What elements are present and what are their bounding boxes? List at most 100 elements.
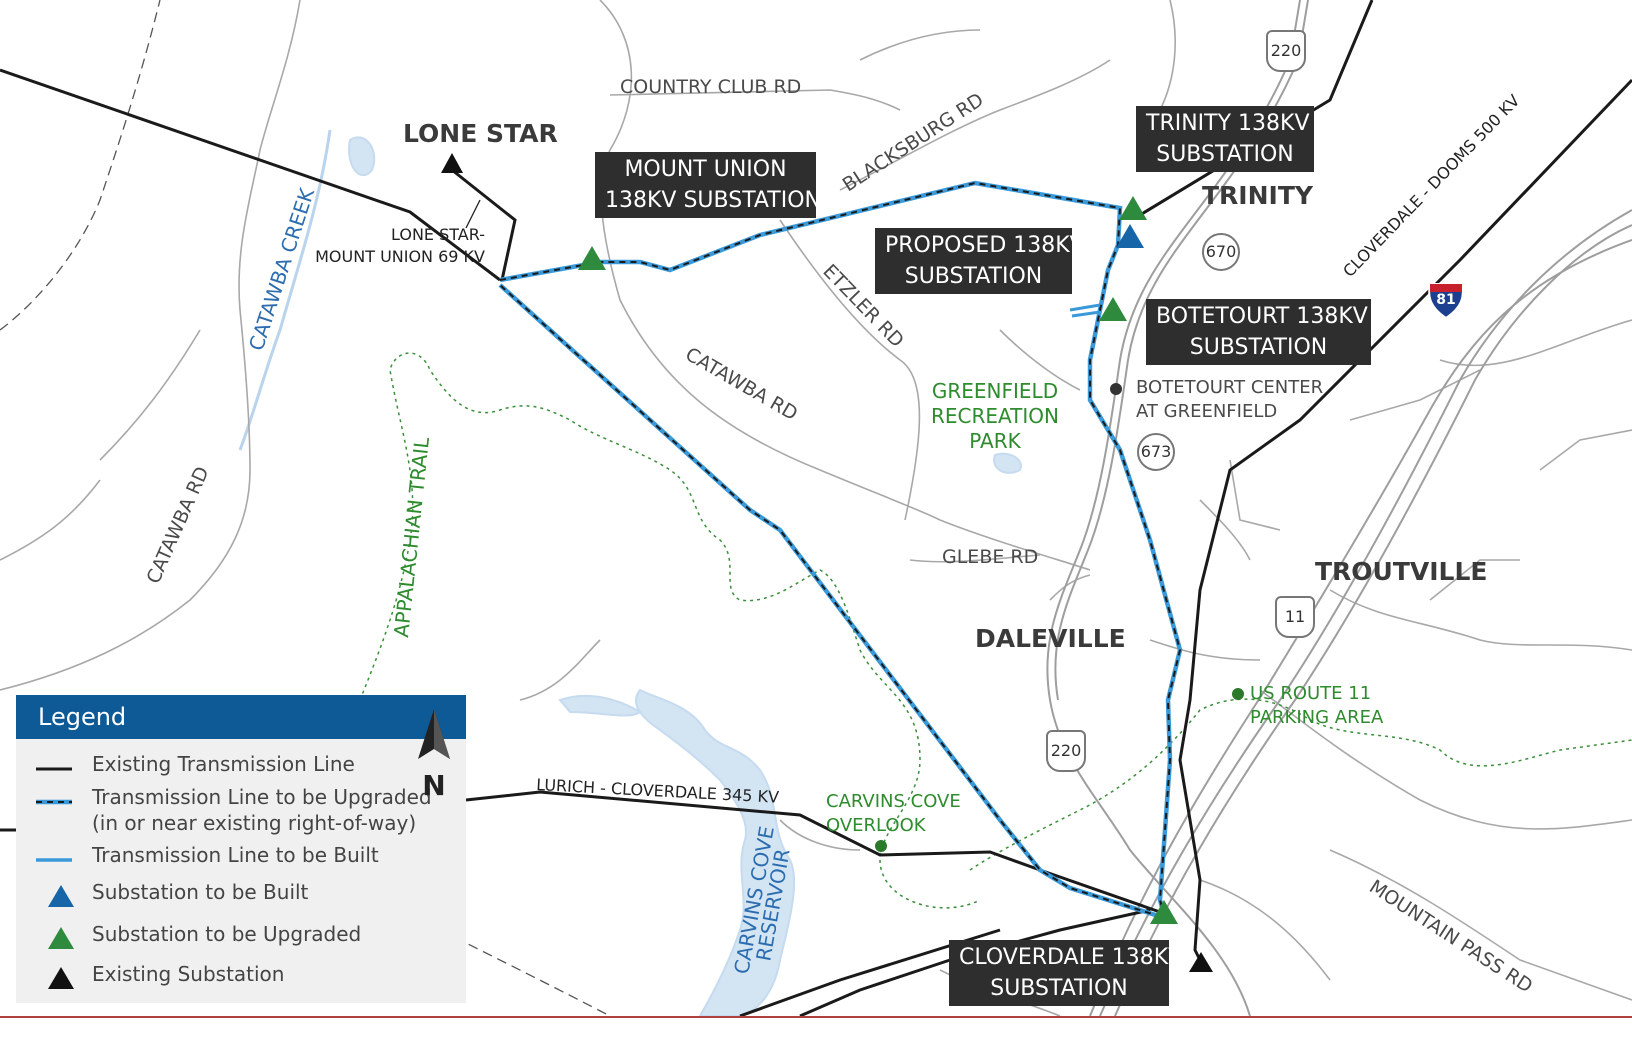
carvins-overlook-dot[interactable] <box>875 840 887 852</box>
proposed-callout[interactable]: PROPOSED 138KV SUBSTATION <box>875 228 1085 294</box>
proposed-callout-line1: PROPOSED 138KV <box>885 233 1085 258</box>
town-lone-star: LONE STAR <box>403 119 558 148</box>
town-trinity: TRINITY <box>1202 181 1313 210</box>
legend-item-existing-line: Existing Transmission Line <box>16 751 416 781</box>
legend-label-sub-upgraded: Substation to be Upgraded <box>92 922 362 946</box>
north-arrow: N <box>414 709 454 802</box>
sr-673-shield: 673 <box>1137 433 1175 471</box>
us11-parking-line1: US ROUTE 11 <box>1250 683 1372 704</box>
i-81-number: 81 <box>1436 292 1456 308</box>
road-country-club: COUNTRY CLUB RD <box>620 76 802 98</box>
poi-dots <box>875 383 1244 852</box>
carvins-overlook-label: CARVINS COVE OVERLOOK <box>826 790 961 838</box>
town-troutville: TROUTVILLE <box>1315 557 1488 586</box>
botetourt-substation-icon[interactable] <box>1099 297 1127 321</box>
upgrade-line-dash <box>499 181 1182 920</box>
trinity-callout-line2: SUBSTATION <box>1156 142 1294 167</box>
i-81-shield: 81 <box>1426 280 1466 320</box>
mount-union-substation-icon[interactable] <box>578 246 606 270</box>
lone-star-substation-icon[interactable] <box>441 153 463 173</box>
legend-item-sub-built: Substation to be Built <box>16 879 416 909</box>
legend-label-built-line: Transmission Line to be Built <box>92 843 379 867</box>
mount-union-callout[interactable]: MOUNT UNION 138KV SUBSTATION <box>595 152 821 218</box>
road-catawba-east: CATAWBA RD <box>682 343 802 425</box>
greenfield-park-line2: RECREATION <box>931 404 1059 428</box>
pond-north <box>348 136 376 177</box>
lurich-cloverdale-line <box>465 790 1161 914</box>
pond-daleville <box>993 452 1022 474</box>
us-11-shield: 11 <box>1275 596 1315 638</box>
road-glebe: GLEBE RD <box>942 546 1039 568</box>
interstate-shield-icon <box>1428 283 1464 320</box>
bottom-rule <box>0 1016 1632 1018</box>
legend-panel: Legend Existing Transmission Line Transm… <box>16 695 466 1003</box>
legend-title: Legend <box>16 695 466 739</box>
catawba-creek-water <box>238 129 332 451</box>
legend-label-sub-built: Substation to be Built <box>92 880 309 904</box>
substations <box>441 153 1213 972</box>
cloverdale-dooms-label: CLOVERDALE - DOOMS 500 KV <box>1339 91 1523 281</box>
town-daleville: DALEVILLE <box>975 624 1126 653</box>
cloverdale-callout[interactable]: CLOVERDALE 138KV SUBSTATION <box>949 940 1184 1006</box>
greenfield-park-line1: GREENFIELD <box>931 379 1059 403</box>
us11-parking-label: US ROUTE 11 PARKING AREA <box>1250 682 1383 730</box>
i-81-b <box>1114 224 1632 1017</box>
lone-star-mount-union-label: LONE STAR- MOUNT UNION 69 KV <box>305 224 485 268</box>
cloverdale-substation-icon[interactable] <box>1150 900 1178 924</box>
cloverdale-dooms-line <box>1178 78 1632 961</box>
botetourt-center-label: BOTETOURT CENTER AT GREENFIELD <box>1136 376 1323 424</box>
mount-union-callout-line1: MOUNT UNION <box>624 157 787 182</box>
cloverdale-callout-line2: SUBSTATION <box>990 976 1128 1001</box>
botetourt-callout-line1: BOTETOURT 138KV <box>1156 304 1368 329</box>
i-81-a <box>1099 209 1632 1017</box>
greenfield-park-line3: PARK <box>969 429 1021 453</box>
lone-star-mount-union-line2: MOUNT UNION 69 KV <box>315 247 485 266</box>
legend-item-upgraded-line: Transmission Line to be Upgraded (in or … <box>16 784 432 836</box>
trinity-substation-icon[interactable] <box>1119 196 1147 220</box>
lone-star-mount-union-line1: LONE STAR- <box>391 225 485 244</box>
appalachian-trail-path <box>359 352 1632 909</box>
lone-star-spur <box>451 168 517 281</box>
trinity-callout-line1: TRINITY 138KV <box>1146 111 1310 136</box>
botetourt-center-dot[interactable] <box>1110 383 1122 395</box>
built-line-icon <box>36 858 72 862</box>
botetourt-center-line1: BOTETOURT CENTER <box>1136 377 1324 398</box>
road-blacksburg: BLACKSBURG RD <box>839 89 988 196</box>
trinity-callout[interactable]: TRINITY 138KV SUBSTATION <box>1136 106 1314 172</box>
botetourt-center-line2: AT GREENFIELD <box>1136 401 1278 422</box>
proposed-substation-icon[interactable] <box>1116 224 1144 248</box>
existing-substation-south-icon[interactable] <box>1189 952 1213 972</box>
botetourt-callout[interactable]: BOTETOURT 138KV SUBSTATION <box>1146 299 1371 365</box>
sr-670-shield: 670 <box>1202 233 1240 271</box>
north-label: N <box>422 769 446 802</box>
label-leader <box>465 199 481 229</box>
minor-roads <box>0 0 1632 1017</box>
cloverdale-callout-line1: CLOVERDALE 138KV <box>959 945 1184 970</box>
road-mountain-pass: MOUNTAIN PASS RD <box>1365 876 1536 998</box>
green-triangle-icon <box>48 927 74 949</box>
line-west <box>0 68 501 282</box>
road-catawba-west: CATAWBA RD <box>142 463 213 587</box>
greenfield-park-label: GREENFIELD RECREATION PARK <box>930 379 1060 454</box>
legend-item-built-line: Transmission Line to be Built <box>16 842 416 872</box>
legend-label-upgraded-line: Transmission Line to be Upgraded <box>92 785 432 809</box>
north-arrow-icon <box>418 709 450 759</box>
legend-item-sub-existing: Existing Substation <box>16 961 416 991</box>
line-south-2 <box>739 928 1001 1018</box>
us-11 <box>1089 239 1632 1017</box>
upgrade-transmission-lines <box>498 180 1183 922</box>
legend-item-sub-upgraded: Substation to be Upgraded <box>16 921 416 951</box>
appalachian-trail-label: APPALACHIAN TRAIL <box>389 435 434 638</box>
us11-parking-line2: PARKING AREA <box>1250 707 1384 728</box>
existing-line-icon <box>36 767 72 771</box>
us-220-shield-top: 220 <box>1266 30 1306 72</box>
highways <box>1046 0 1632 1017</box>
us-220-shield-bottom: 220 <box>1046 730 1086 772</box>
legend-label-upgraded-line-sub: (in or near existing right-of-way) <box>92 811 417 835</box>
reservoir-arm <box>558 694 642 717</box>
trinity-north-line <box>1139 0 1374 217</box>
mount-union-callout-line2: 138KV SUBSTATION <box>605 188 821 213</box>
black-triangle-icon <box>48 967 74 989</box>
us11-parking-dot[interactable] <box>1232 688 1244 700</box>
